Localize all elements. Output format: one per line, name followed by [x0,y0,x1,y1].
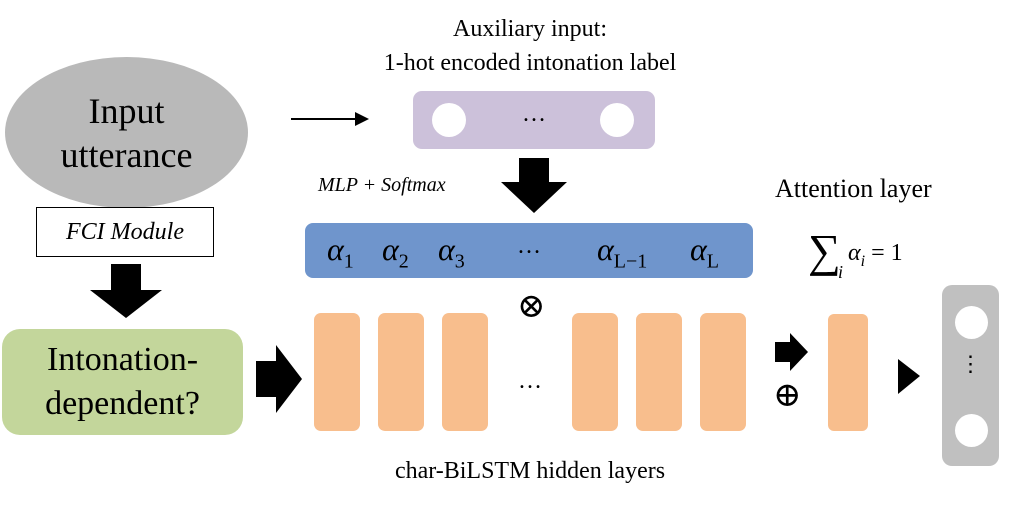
output-unit-last [955,414,988,447]
hidden-layer-bar [700,313,746,431]
hidden-layer-bar [572,313,618,431]
fci-module-label: FCI Module [66,218,184,245]
alpha-ellipsis: … [517,233,541,259]
alpha-weight-l-minus-1: αL−1 [597,231,648,273]
attention-output-bar [828,314,868,431]
output-unit-first [955,306,988,339]
right-arrow-icon [256,345,302,413]
fci-module-box: FCI Module [36,207,214,257]
auxiliary-input-title: Auxiliary input: 1-hot encoded intonatio… [300,12,760,80]
down-arrow-icon [90,264,162,318]
auxiliary-input-line1: Auxiliary input: [453,16,607,42]
intonation-dependent-node: Intonation- dependent? [2,329,243,435]
intonation-dependent-line2: dependent? [45,385,200,422]
one-hot-ellipsis: … [522,101,546,127]
down-arrow-icon [501,158,567,213]
multiply-operator: ⊗ [517,288,546,325]
hidden-layer-bar [636,313,682,431]
attention-weights-bar: α1 α2 α3 … αL−1 αL [305,223,753,278]
triangle-arrow-icon [898,359,920,394]
one-hot-unit-last [600,103,634,137]
intonation-dependent-line1: Intonation- [46,341,199,378]
input-utterance-line2: utterance [60,134,193,175]
auxiliary-input-line2: 1-hot encoded intonation label [383,50,677,76]
attention-layer-title: Attention layer [775,174,932,203]
right-arrow-icon [775,333,808,371]
alpha-weight-3: α3 [438,231,465,273]
alpha-weight-1: α1 [327,231,354,273]
sum-index: i [838,262,844,282]
sum-term: αi = 1 [848,240,903,270]
alpha-weight-l: αL [690,231,720,273]
hidden-layers-label: char-BiLSTM hidden layers [394,458,666,484]
sum-symbol: ∑ [808,225,841,276]
input-utterance-line1: Input [88,90,165,131]
hidden-layers-ellipsis: … [518,368,542,394]
alpha-weight-2: α2 [382,231,409,273]
output-layer-bar: ⋮ [942,285,999,466]
hidden-layer-bar [314,313,360,431]
mlp-softmax-label: MLP + Softmax [318,174,446,196]
one-hot-vector-bar: … [413,91,655,149]
thin-arrow-icon [291,112,369,126]
input-utterance-node: Input utterance [5,57,248,208]
hidden-layer-bar [378,313,424,431]
add-operator: ⊕ [773,377,802,414]
one-hot-unit-first [432,103,466,137]
hidden-layer-bar [442,313,488,431]
